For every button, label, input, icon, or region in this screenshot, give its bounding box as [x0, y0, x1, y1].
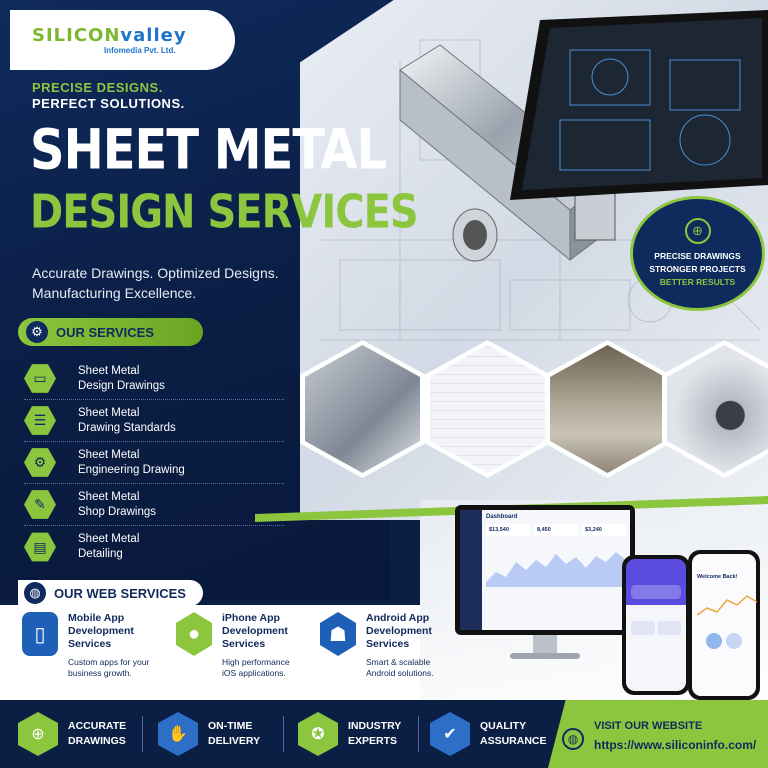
feature-label: DELIVERY — [208, 735, 261, 747]
apple-icon: ● — [176, 612, 212, 656]
feature-separator — [142, 716, 143, 752]
feature-separator — [418, 716, 419, 752]
web-service-title: Development — [366, 625, 432, 637]
web-service-title: Services — [222, 638, 266, 650]
web-service-desc: Custom apps for your — [68, 657, 150, 667]
feature-label: ACCURATE — [68, 720, 127, 732]
feature-label: ASSURANCE — [480, 735, 547, 747]
service-label-line1: Sheet Metal — [78, 490, 140, 503]
handshake-icon: ✋ — [158, 712, 198, 756]
web-service-desc: Smart & scalable — [366, 657, 431, 667]
gear-icon: ⚙ — [26, 321, 48, 343]
stat-card-1: $13,540 — [486, 524, 530, 536]
target-icon: ⊕ — [684, 218, 711, 244]
services-heading: ⚙ OUR SERVICES — [18, 318, 203, 346]
globe-icon: ◍ — [24, 582, 46, 604]
gears-icon: ⚙ — [24, 448, 56, 477]
subtitle-2: Manufacturing Excellence. — [32, 285, 197, 301]
web-service-title: Services — [366, 638, 410, 650]
web-service-desc: Android solutions. — [366, 668, 434, 678]
award-medal-icon: ✪ — [298, 712, 338, 756]
web-service-title: Services — [68, 638, 112, 650]
badge-line-3: BETTER RESULTS — [659, 277, 736, 287]
web-service-mobile[interactable]: ▯ Mobile App Development Services Custom… — [22, 612, 162, 692]
web-service-desc: High performance — [222, 657, 290, 667]
badge-line-2: STRONGER PROJECTS — [649, 264, 746, 274]
feature-separator — [283, 716, 284, 752]
tagline-2: PERFECT SOLUTIONS. — [32, 96, 185, 111]
web-service-title: Development — [222, 625, 288, 637]
web-services-heading: ◍ OUR WEB SERVICES — [18, 580, 203, 606]
phone-mockup-2: Welcome Back! — [688, 550, 760, 700]
smartphone-icon: ▯ — [22, 612, 58, 656]
feature-quality-assurance: ✔ QUALITY ASSURANCE — [430, 708, 547, 760]
duct-assembly-image — [399, 44, 616, 262]
badge-line-1: PRECISE DRAWINGS — [654, 251, 741, 261]
service-label-line1: Sheet Metal — [78, 364, 140, 377]
feature-label: DRAWINGS — [68, 735, 126, 747]
tagline-1: PRECISE DESIGNS. — [32, 80, 163, 95]
feature-industry-experts: ✪ INDUSTRY EXPERTS — [298, 708, 401, 760]
web-services-heading-label: OUR WEB SERVICES — [54, 585, 186, 601]
phone-line-chart — [696, 595, 758, 616]
quality-badge: ⊕ PRECISE DRAWINGS STRONGER PROJECTS BET… — [630, 196, 765, 311]
gallery-metal-box — [662, 340, 768, 478]
web-service-desc: iOS applications. — [222, 668, 286, 678]
laptop-cad-image — [510, 10, 768, 200]
web-service-android[interactable]: ☗ Android App Development Services Smart… — [320, 612, 460, 692]
feature-accurate-drawings: ⊕ ACCURATE DRAWINGS — [18, 708, 126, 760]
website-url-link[interactable]: https://www.siliconinfo.com/ — [594, 738, 757, 752]
web-service-desc: business growth. — [68, 668, 132, 678]
title-sheet-metal: SHEET METAL — [30, 118, 387, 183]
company-logo[interactable]: SILICONvalley Infomedia Pvt. Ltd. — [10, 10, 235, 70]
service-label-line2: Detailing — [78, 548, 123, 560]
pencil-drawing-icon: ✎ — [24, 490, 56, 519]
title-design-services: DESIGN SERVICES — [30, 186, 419, 239]
globe-icon: ◍ — [562, 728, 584, 750]
logo-word-valley: valley — [120, 25, 187, 46]
web-service-title: Development — [68, 625, 134, 637]
web-service-title: Mobile App — [68, 612, 125, 624]
visit-website-label: VISIT OUR WEBSITE — [594, 720, 703, 732]
target-icon: ⊕ — [18, 712, 58, 756]
monitor-drawing-icon: ▭ — [24, 364, 56, 393]
shield-check-icon: ✔ — [430, 712, 470, 756]
service-label-line2: Design Drawings — [78, 379, 165, 392]
web-service-title: Android App — [366, 612, 430, 624]
service-label-line2: Shop Drawings — [78, 505, 156, 518]
service-label-line1: Sheet Metal — [78, 448, 140, 461]
desktop-monitor-mockup: Dashboard $13,540 8,450 $3,240 — [455, 505, 635, 665]
feature-on-time-delivery: ✋ ON-TIME DELIVERY — [158, 708, 260, 760]
dashboard-area-chart — [486, 552, 626, 587]
stat-card-2: 8,450 — [534, 524, 578, 536]
service-label-line2: Drawing Standards — [78, 421, 176, 434]
visit-website-box[interactable] — [548, 700, 768, 768]
phone-welcome-text: Welcome Back! — [697, 574, 738, 580]
logo-word-silicon: SILICON — [32, 25, 121, 46]
feature-label: QUALITY — [480, 720, 527, 732]
service-label-line2: Engineering Drawing — [78, 463, 185, 476]
web-service-iphone[interactable]: ● iPhone App Development Services High p… — [176, 612, 316, 692]
gallery-duct-elbow — [300, 340, 425, 478]
web-service-title: iPhone App — [222, 612, 280, 624]
checklist-icon: ☰ — [24, 406, 56, 435]
android-icon: ☗ — [320, 612, 356, 656]
subtitle-1: Accurate Drawings. Optimized Designs. — [32, 265, 279, 281]
feature-label: EXPERTS — [348, 735, 398, 747]
services-heading-label: OUR SERVICES — [56, 324, 155, 340]
logo-subtitle: Infomedia Pvt. Ltd. — [104, 46, 176, 55]
document-icon: ▤ — [24, 532, 56, 562]
dashboard-title: Dashboard — [486, 514, 518, 520]
phone-mockup-1 — [622, 555, 690, 695]
feature-label: ON-TIME — [208, 720, 253, 732]
service-label-line1: Sheet Metal — [78, 406, 140, 419]
feature-label: INDUSTRY — [348, 720, 402, 732]
stat-card-3: $3,240 — [582, 524, 626, 536]
service-label-line1: Sheet Metal — [78, 533, 140, 545]
